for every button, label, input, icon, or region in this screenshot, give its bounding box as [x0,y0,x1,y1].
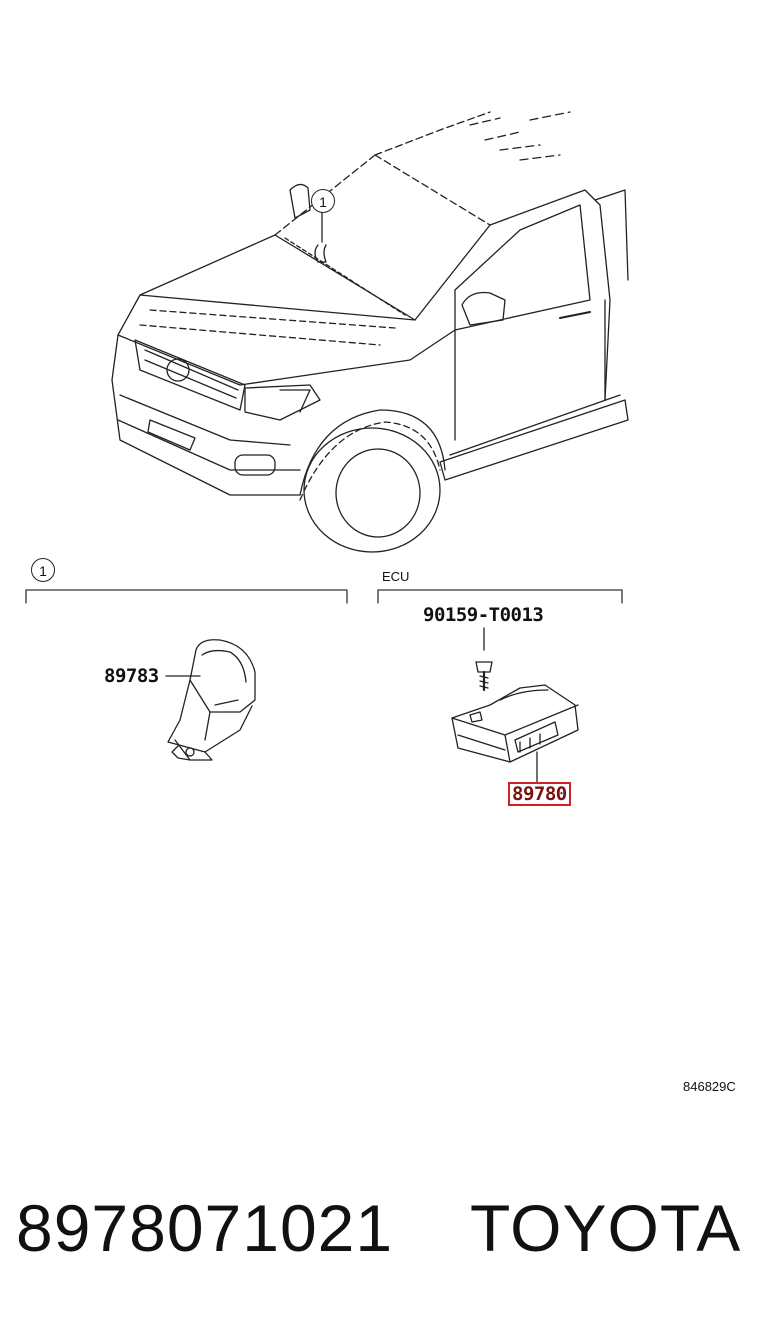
ecu-section-label: ECU [382,569,410,584]
sensor-drawing [165,639,256,761]
car-callout-marker: 1 [311,189,335,213]
part-label-ecu-highlighted[interactable]: 89780 [508,782,571,806]
footer-part-number: 8978071021 [16,1191,394,1265]
section-bracket-ecu [377,589,623,604]
truck-illustration [111,111,629,553]
part-label-bolt[interactable]: 90159-T0013 [423,604,544,626]
section-callout-marker: 1 [31,558,55,582]
part-label-sensor[interactable]: 89783 [104,665,159,687]
footer-brand: TOYOTA [470,1191,742,1265]
section-bracket-left [25,589,348,604]
ecu-drawing [451,627,579,783]
figure-code: 846829C [683,1079,736,1094]
